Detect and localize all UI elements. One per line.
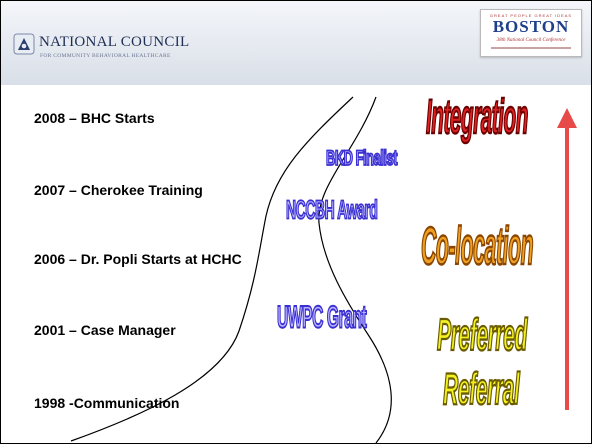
stage-preferred: Preferred: [436, 308, 528, 361]
badge-divider: [491, 47, 571, 49]
badge-city: BOSTON: [492, 17, 570, 36]
milestone-2008: 2008 – BHC Starts: [34, 110, 155, 126]
stage-colocation: Co-location: [420, 217, 534, 278]
slide-header: NATIONAL COUNCIL FOR COMMUNITY BEHAVIORA…: [1, 1, 591, 85]
award-bkd-finalist: BKD Finalist: [325, 144, 398, 171]
progress-arrow-head-icon: [557, 108, 577, 128]
award-uwpc-grant: UWPC Grant: [277, 300, 368, 337]
national-council-logo-icon: [13, 33, 35, 55]
timeline-curve-right: [318, 96, 392, 443]
badge-conference: 38th National Council Conference: [496, 38, 566, 43]
stage-integration: Integration: [425, 90, 528, 146]
milestone-2001: 2001 – Case Manager: [34, 322, 176, 338]
milestone-2007: 2007 – Cherokee Training: [34, 182, 203, 198]
milestone-2006: 2006 – Dr. Popli Starts at HCHC: [34, 251, 242, 267]
timeline-curve-left: [70, 96, 354, 442]
milestone-1998: 1998 -Communication: [34, 395, 180, 411]
award-nccbh: NCCBH Award: [286, 194, 379, 225]
progress-arrow-shaft: [565, 127, 569, 410]
badge-tagline: GREAT PEOPLE GREAT IDEAS: [489, 13, 573, 18]
org-name: NATIONAL COUNCIL: [39, 34, 190, 50]
stage-referral: Referral: [442, 362, 520, 415]
boston-conference-badge: GREAT PEOPLE GREAT IDEAS BOSTON 38th Nat…: [480, 9, 582, 57]
org-subtitle: FOR COMMUNITY BEHAVIORAL HEALTHCARE: [40, 53, 171, 59]
